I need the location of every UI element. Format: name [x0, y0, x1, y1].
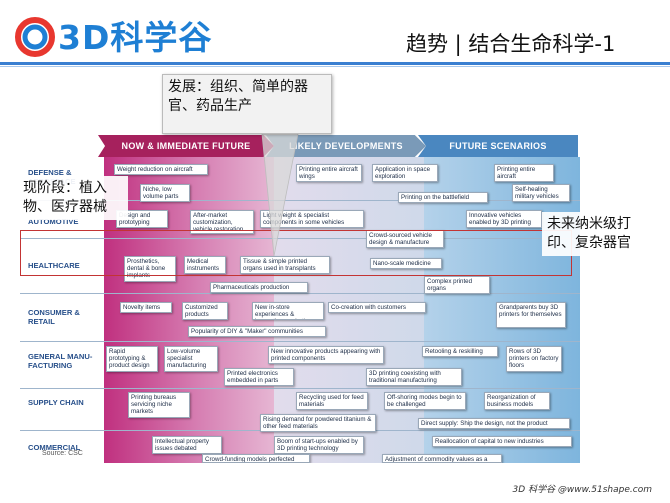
title-divider: [0, 62, 670, 65]
trend-box: Printing on the battlefield: [398, 192, 488, 203]
trend-box: Intellectual property issues debated: [152, 436, 222, 454]
trend-box: Innovative vehicles enabled by 3D printi…: [466, 210, 542, 228]
trend-box: Niche, low volume parts: [140, 184, 190, 202]
trend-box: Nano-scale medicine: [370, 258, 442, 269]
trend-box: Rapid prototyping & product design: [106, 346, 158, 372]
trend-box: Grandparents buy 3D printers for themsel…: [496, 302, 566, 328]
trend-box: Application in space exploration: [372, 164, 438, 182]
trend-box: Tissue & simple printed organs used in t…: [240, 256, 330, 274]
trend-box: Printed electronics embedded in parts: [224, 368, 294, 386]
trend-box: Pharmaceuticals production: [210, 282, 308, 293]
row-divider: [20, 388, 580, 389]
trend-box: Printing bureaus servicing niche markets: [128, 392, 190, 418]
row-label-commercial: COMMERCIAL: [28, 443, 81, 452]
footer-watermark: 3D 科学谷 @www.51shape.com: [512, 485, 652, 495]
row-label-consumer: CONSUMER & RETAIL: [28, 308, 80, 326]
trend-box: Crowd-funding models perfected: [202, 454, 310, 463]
trend-box: 3D printing coexisting with traditional …: [366, 368, 462, 386]
trend-box: Reorganization of business models: [484, 392, 550, 410]
logo-ring-icon: [15, 17, 55, 57]
trend-box: Self-healing military vehicles: [512, 184, 570, 202]
trend-box: Rising demand for powdered titanium & ot…: [260, 414, 376, 432]
row-divider: [20, 341, 580, 342]
callout-development: 发展：组织、简单的器官、药品生产: [162, 74, 332, 134]
trend-box: Low-volume specialist manufacturing: [164, 346, 218, 372]
row-label-healthcare: HEALTHCARE: [28, 261, 80, 270]
trend-box: Novelty items: [120, 302, 172, 313]
trend-box: Printing entire aircraft wings: [296, 164, 362, 182]
callout-current-stage: 现阶段：植入物、医疗器械: [18, 176, 128, 220]
trend-box: Complex printed organs: [424, 276, 490, 294]
row-label-manufacturing: GENERAL MANU-FACTURING: [28, 352, 93, 370]
logo: 3D科学谷: [10, 14, 230, 60]
trend-box: Printing entire aircraft: [494, 164, 554, 182]
trend-box: Medical instruments: [184, 256, 226, 274]
slide-title: 趋势 | 结合生命科学-1: [406, 32, 616, 56]
row-divider: [20, 238, 580, 239]
trend-box: Reallocation of capital to new industrie…: [432, 436, 572, 447]
trend-box: Prosthetics, dental & bone implants: [124, 256, 176, 282]
trend-box: Adjustment of commodity values as a resu…: [382, 454, 502, 463]
trend-box: Weight reduction on aircraft: [114, 164, 208, 175]
logo-text: 3D科学谷: [58, 18, 213, 57]
header-future: FUTURE SCENARIOS: [418, 135, 578, 157]
trend-box: Co-creation with customers: [328, 302, 426, 313]
trend-box: Boom of start-ups enabled by 3D printing…: [274, 436, 364, 454]
trend-box: Customized products: [182, 302, 228, 320]
source-note: Source: CSC: [42, 450, 83, 457]
title-divider-light: [0, 66, 670, 67]
row-label-supply-chain: SUPPLY CHAIN: [28, 398, 84, 407]
trend-box: Retooling & reskilling: [422, 346, 498, 357]
trend-box: Design and prototyping: [116, 210, 168, 228]
header-now: NOW & IMMEDIATE FUTURE: [98, 135, 274, 157]
callout-future: 未来纳米级打印、复杂器官: [542, 212, 642, 256]
trend-box: Rows of 3D printers on factory floors: [506, 346, 562, 372]
trend-box: Off-shoring modes begin to be challenged: [384, 392, 466, 410]
trend-box: Popularity of DIY & "Maker" communities: [188, 326, 326, 337]
header-likely: LIKELY DEVELOPMENTS: [266, 135, 426, 157]
row-divider: [20, 293, 580, 294]
healthcare-highlight-box: [20, 230, 572, 276]
row-divider: [20, 200, 580, 201]
trend-box: Recycling used for feed materials: [296, 392, 368, 410]
trend-infographic: NOW & IMMEDIATE FUTURE LIKELY DEVELOPMEN…: [20, 130, 580, 463]
trend-box: New in-store experiences & innovative ma…: [252, 302, 324, 320]
trend-box: Direct supply: Ship the design, not the …: [418, 418, 570, 429]
trend-box: Light weight & specialist components in …: [260, 210, 364, 228]
trend-box: New innovative products appearing with p…: [268, 346, 384, 364]
row-label-automotive: AUTOMOTIVE: [28, 217, 79, 226]
